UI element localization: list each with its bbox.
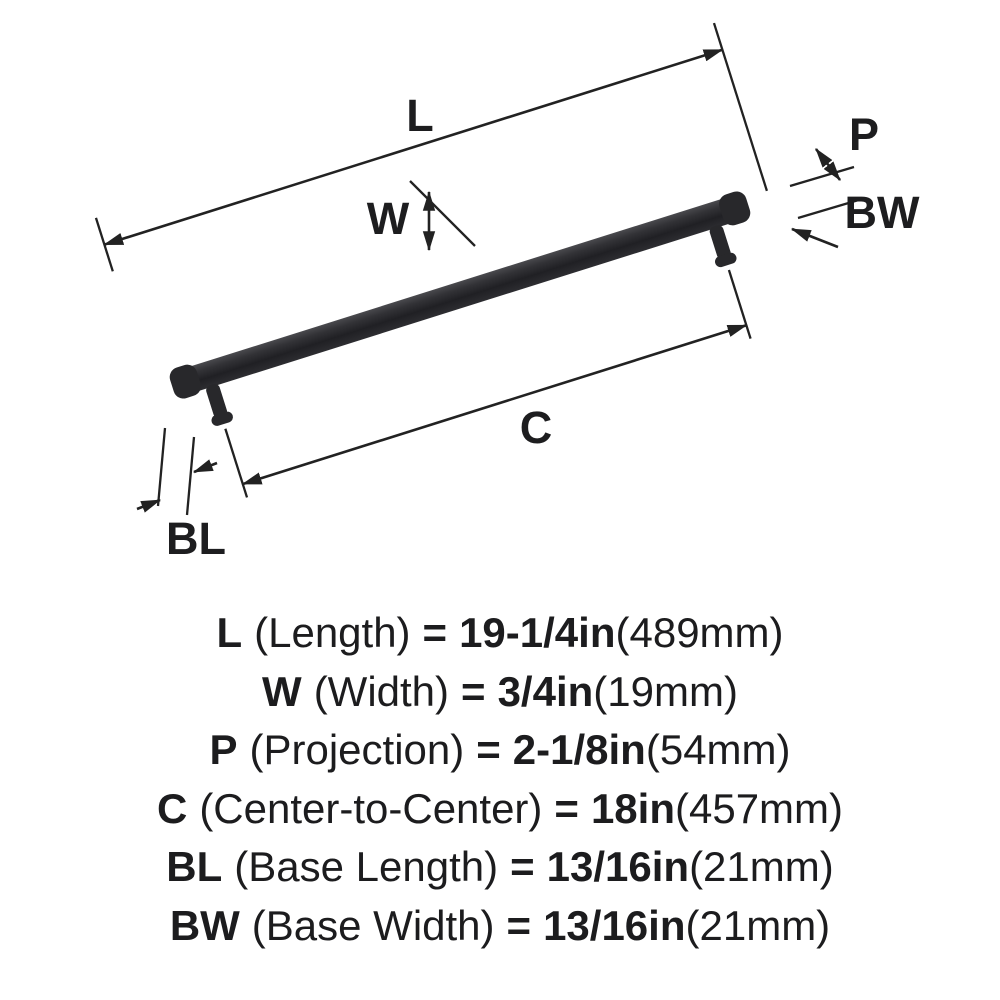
- spec-equals: =: [422, 609, 448, 656]
- spec-value: 2-1/8in: [512, 726, 646, 774]
- rotated-diagram-group: [94, 22, 768, 498]
- spec-metric: (21mm): [685, 901, 831, 949]
- spec-equals: =: [554, 784, 579, 832]
- base-length-extension-left: [156, 427, 167, 507]
- center-to-center-dimension-line: [241, 324, 748, 486]
- spec-row-base-width: BW (Base Width) = 13/16in (21mm): [170, 901, 830, 951]
- spec-row-base-length: BL (Base Length) = 13/16in (21mm): [166, 842, 833, 892]
- handle-end-cap-right: [719, 191, 751, 226]
- label-base-length: BL: [166, 513, 226, 564]
- length-dimension-line: [103, 48, 724, 246]
- center-extension-line-left: [224, 428, 249, 498]
- spec-row-projection: P (Projection) = 2-1/8in (54mm): [209, 725, 790, 775]
- spec-metric: (54mm): [645, 726, 791, 774]
- base-length-extension-right: [185, 436, 196, 516]
- spec-name: (Center-to-Center): [199, 784, 543, 832]
- spec-value: 18in: [590, 784, 675, 832]
- spec-equals: =: [510, 843, 535, 891]
- handle-post-base-left: [211, 411, 233, 426]
- spec-abbr: C: [156, 784, 188, 832]
- label-center-to-center: C: [520, 402, 553, 453]
- label-width: W: [367, 193, 410, 244]
- spec-value: 13/16in: [543, 901, 686, 949]
- label-base-width: BW: [845, 187, 920, 238]
- dimension-diagram: L W P BW C BL: [94, 22, 920, 564]
- spec-metric: (21mm): [689, 843, 834, 891]
- handle-dimension-drawing: L W P BW C BL: [94, 22, 920, 564]
- handle-post-right: [709, 225, 731, 260]
- spec-value: 13/16in: [546, 843, 690, 891]
- spec-name: (Width): [313, 667, 450, 715]
- handle-post-left: [206, 384, 228, 419]
- spec-name: (Projection): [249, 726, 465, 774]
- base-width-arrow: [790, 227, 839, 249]
- center-extension-line-right: [727, 269, 752, 339]
- projection-extension-tick-lower: [797, 197, 863, 220]
- handle-bar: [180, 198, 740, 392]
- spec-row-center-to-center: C (Center-to-Center) = 18in (457mm): [157, 784, 843, 834]
- base-length-arrow-left: [136, 498, 162, 513]
- spec-abbr: BL: [166, 843, 223, 891]
- length-extension-line-right: [712, 22, 768, 192]
- projection-dimension-arrow: [814, 148, 842, 181]
- handle-end-cap-left: [169, 364, 201, 399]
- base-length-arrow-right: [192, 459, 218, 474]
- spec-abbr: BW: [169, 901, 240, 949]
- projection-extension-tick-upper: [789, 165, 855, 188]
- spec-row-length: L (Length) = 19-1/4in (489mm): [216, 608, 783, 658]
- spec-abbr: W: [262, 667, 302, 715]
- width-extension-tick: [409, 180, 476, 247]
- label-length: L: [406, 90, 434, 141]
- spec-metric: (19mm): [593, 667, 738, 715]
- handle-post-base-right: [715, 252, 737, 268]
- spec-value: 19-1/4in: [459, 609, 616, 656]
- spec-metric: (457mm): [675, 784, 844, 832]
- spec-value: 3/4in: [497, 667, 594, 715]
- spec-equals: =: [506, 901, 532, 949]
- label-projection: P: [849, 109, 879, 160]
- spec-list: L (Length) = 19-1/4in (489mm) W (Width) …: [0, 608, 1000, 950]
- spec-equals: =: [461, 667, 486, 715]
- spec-row-width: W (Width) = 3/4in (19mm): [262, 667, 738, 717]
- spec-abbr: P: [209, 726, 238, 774]
- spec-equals: =: [476, 726, 501, 774]
- spec-name: (Length): [254, 609, 411, 656]
- spec-name: (Base Width): [251, 901, 495, 949]
- length-extension-tick-left: [94, 217, 114, 272]
- spec-metric: (489mm): [615, 609, 784, 656]
- spec-abbr: L: [216, 609, 243, 656]
- spec-name: (Base Length): [234, 843, 499, 891]
